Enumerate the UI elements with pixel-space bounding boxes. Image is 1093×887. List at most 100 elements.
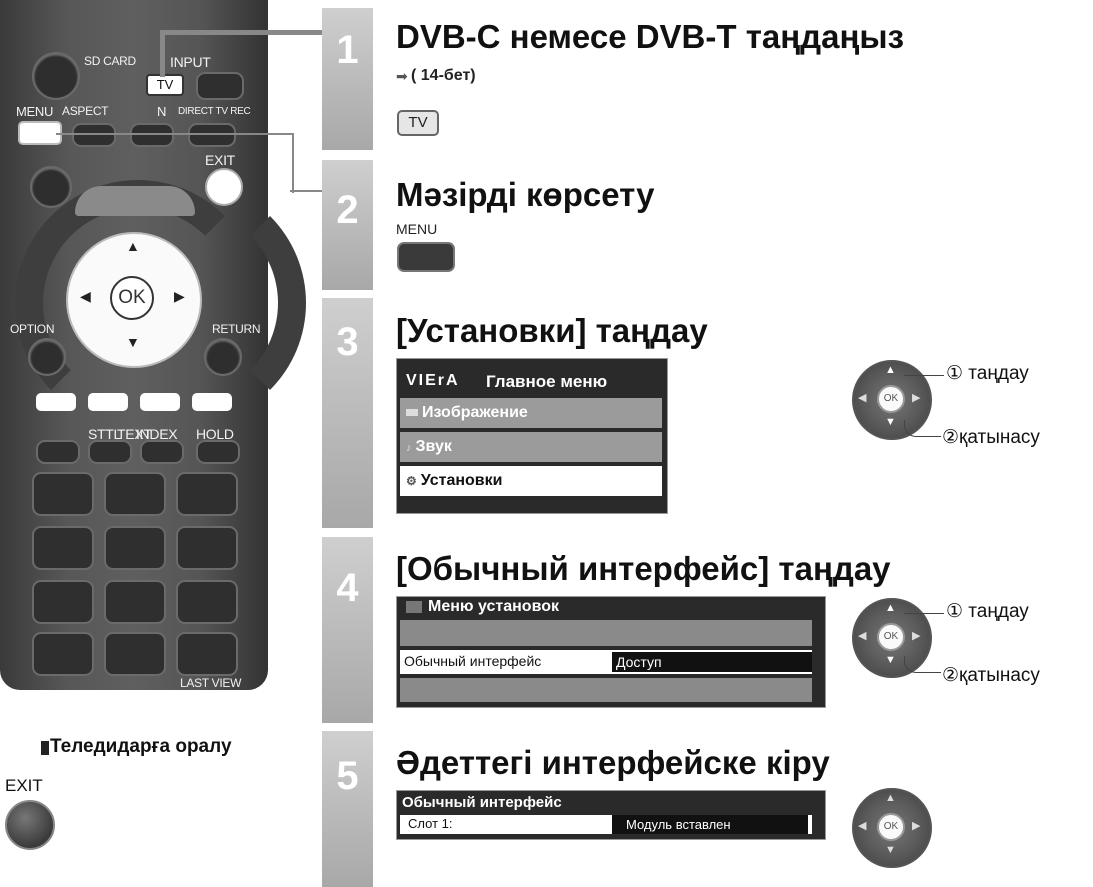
option-label: OPTION <box>10 322 55 336</box>
nav-right-icon: ▶ <box>912 392 921 404</box>
sound-icon: ♪ <box>406 442 412 454</box>
number-key-5[interactable] <box>104 526 166 570</box>
step-bar-4 <box>322 537 373 723</box>
ok-button[interactable]: OK <box>110 276 154 320</box>
step-1-title: DVB-C немесе DVB-T таңдаңыз <box>396 18 904 55</box>
nav-up-icon-4: ▲ <box>885 602 896 614</box>
nav-ok-icon-5: OK <box>877 813 905 841</box>
step-5-title: Әдеттегі интерфейске кіру <box>396 744 830 781</box>
exit-caption: EXIT <box>5 776 43 795</box>
index-button[interactable] <box>140 440 184 464</box>
nav-ok-label-5: OK <box>883 821 899 832</box>
return-tv-bullet <box>41 741 49 755</box>
number-key-8[interactable] <box>104 580 166 624</box>
step-number-5: 5 <box>336 754 359 798</box>
number-key-3[interactable] <box>176 472 238 516</box>
sttl-label: STTL <box>88 426 122 442</box>
arrow-right-icon: ➡ <box>396 68 408 84</box>
menu-label: MENU <box>16 104 54 119</box>
return-button[interactable] <box>204 338 242 376</box>
hold-button[interactable] <box>196 440 240 464</box>
text-label: TEXT <box>117 426 152 442</box>
step-3-title: [Установки] таңдау <box>396 312 708 349</box>
connector-tv-line <box>160 30 329 77</box>
step-number-1: 1 <box>336 28 359 72</box>
exit-label: EXIT <box>205 152 235 168</box>
menu-key-caption: MENU <box>396 221 438 237</box>
red-key[interactable] <box>36 393 76 411</box>
setup-row-blank-2 <box>400 678 812 702</box>
round-button-left[interactable] <box>30 166 72 208</box>
menu-item-setup[interactable]: ⚙Установки <box>400 466 662 496</box>
step-1-subtitle: ( 14-бет) <box>411 67 476 84</box>
number-key-4[interactable] <box>32 526 94 570</box>
number-key-2[interactable] <box>104 472 166 516</box>
n-button[interactable] <box>130 123 174 147</box>
option-button[interactable] <box>28 338 66 376</box>
step-number-2: 2 <box>336 188 359 232</box>
navigation-disc-step3 <box>852 360 932 440</box>
menu-item-sound[interactable]: ♪Звук <box>400 432 662 462</box>
leader-select-3 <box>904 375 944 376</box>
step-bar-1 <box>322 8 373 150</box>
return-tv-title: Теледидарға оралу <box>50 736 232 757</box>
menu-item-picture[interactable]: Изображение <box>400 398 662 428</box>
access-label-4: ②қатынасу <box>942 665 1040 686</box>
exit-icon-button[interactable] <box>5 800 55 850</box>
viera-logo: VIErA <box>406 372 460 389</box>
menu-item-picture-label: Изображение <box>422 404 528 421</box>
input-label: INPUT <box>170 54 211 70</box>
number-key-10[interactable] <box>32 632 94 676</box>
nav-ok-label-4: OK <box>883 631 899 642</box>
step-number-4: 4 <box>336 566 359 610</box>
step-bar-2 <box>322 160 373 290</box>
nav-down-icon-4: ▼ <box>885 654 896 666</box>
nav-down-icon: ▼ <box>885 416 896 428</box>
main-menu-title: Главное меню <box>486 372 608 391</box>
menu-item-setup-label: Установки <box>420 472 503 489</box>
step-2-title: Мәзірді көрсету <box>396 176 655 213</box>
step-4-title: [Обычный интерфейс] таңдау <box>396 550 891 587</box>
nav-left-icon: ◀ <box>858 392 867 404</box>
down-arrow-icon[interactable]: ▼ <box>126 334 140 350</box>
step-bar-5 <box>322 731 373 887</box>
number-key-0[interactable] <box>104 632 166 676</box>
up-arrow-icon[interactable]: ▲ <box>126 238 140 254</box>
yellow-key[interactable] <box>140 393 180 411</box>
menu-key-icon <box>397 242 455 272</box>
setup-row-label: Обычный интерфейс <box>404 653 542 669</box>
nav-ok-icon-4: OK <box>877 623 905 651</box>
green-key[interactable] <box>88 393 128 411</box>
power-round-button[interactable] <box>32 52 80 100</box>
number-key-7[interactable] <box>32 580 94 624</box>
leader-select-4 <box>904 613 944 614</box>
nav-ok-label: OK <box>883 393 899 404</box>
number-key-1[interactable] <box>32 472 94 516</box>
number-key-9[interactable] <box>176 580 238 624</box>
tv-button[interactable]: TV <box>146 74 184 96</box>
tv-button-label: TV <box>156 77 174 92</box>
left-arrow-icon[interactable]: ◀ <box>80 288 91 304</box>
access-label-3: ②қатынасу <box>942 427 1040 448</box>
direct-tv-rec-button[interactable] <box>188 123 236 147</box>
number-key-6[interactable] <box>176 526 238 570</box>
connector-menu-line <box>56 133 294 193</box>
teletext-key-1[interactable] <box>36 440 80 464</box>
input-button[interactable] <box>196 72 244 100</box>
step-number-3: 3 <box>336 320 359 364</box>
aspect-label: ASPECT <box>62 104 109 118</box>
nav-right-icon-5: ▶ <box>912 820 921 832</box>
nav-up-icon: ▲ <box>885 364 896 376</box>
sttl-button[interactable] <box>88 440 132 464</box>
select-label-4: ① таңдау <box>946 601 1029 622</box>
hold-label: HOLD <box>196 426 234 442</box>
blue-key[interactable] <box>192 393 232 411</box>
last-view-button[interactable] <box>176 632 238 676</box>
nav-up-icon-5: ▲ <box>885 792 896 804</box>
right-arrow-icon[interactable]: ▶ <box>174 288 185 304</box>
navigation-disc-step5 <box>852 788 932 868</box>
setup-menu-icon <box>406 601 422 613</box>
leader-access-3 <box>904 420 941 437</box>
aspect-button[interactable] <box>72 123 116 147</box>
nav-ok-icon: OK <box>877 385 905 413</box>
